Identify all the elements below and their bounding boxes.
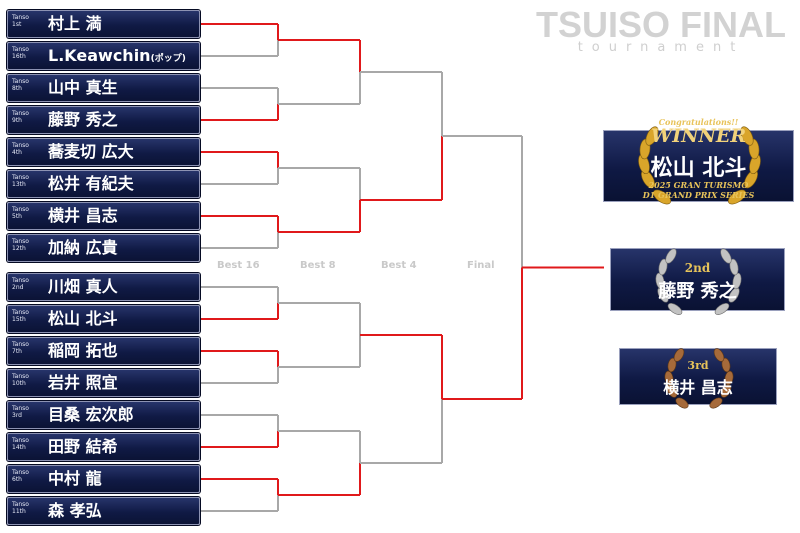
winner-card: Congratulations!! WINNER 松山 北斗 2025 GRAN… [603, 117, 794, 205]
bracket-entry: Tanso 10th 岩井 照宜 [7, 369, 200, 397]
gold-laurel-wreath-icon [638, 126, 761, 205]
bracket-entry: Tanso 7th 稲岡 拓也 [7, 337, 200, 365]
player-name-text: L.Keawchin [48, 46, 151, 65]
player-name: 中村 龍 [48, 468, 102, 490]
player-name: 松山 北斗 [48, 308, 118, 330]
round-label-best4: Best 4 [381, 260, 417, 271]
bracket-entry: Tanso 3rd 目桑 宏次郎 [7, 401, 200, 429]
second-place-label: 2nd [684, 261, 711, 275]
player-name: 藤野 秀之 [48, 109, 118, 131]
bracket-entry: Tanso 8th 山中 真生 [7, 74, 200, 102]
player-name-text: 目桑 宏次郎 [48, 405, 134, 424]
seed-label: Tanso 6th [12, 469, 29, 483]
third-place-label: 3rd [687, 359, 709, 372]
bracket-entry: Tanso 5th 横井 昌志 [7, 202, 200, 230]
bracket-entry: Tanso 11th 森 孝弘 [7, 497, 200, 525]
seed-label: Tanso 8th [12, 78, 29, 92]
seed-label: Tanso 14th [12, 437, 29, 451]
seed-label: Tanso 5th [12, 206, 29, 220]
second-place-card: 2nd 藤野 秀之 [610, 248, 785, 315]
player-name: 蕎麦切 広大 [48, 141, 134, 163]
bronze-laurel-wreath-icon [664, 348, 734, 409]
page-subtitle: tournament [577, 40, 745, 55]
seed-label: Tanso 10th [12, 373, 29, 387]
player-name: 横井 昌志 [48, 205, 118, 227]
winner-label: WINNER [650, 125, 747, 147]
player-name-text: 村上 満 [48, 14, 102, 33]
seed-label: Tanso 7th [12, 341, 29, 355]
player-name-text: 藤野 秀之 [48, 110, 118, 129]
winner-name: 松山 北斗 [650, 156, 747, 181]
third-place-card: 3rd 横井 昌志 [619, 348, 777, 409]
seed-label: Tanso 16th [12, 46, 29, 60]
player-name: 川畑 真人 [48, 276, 118, 298]
bracket-entry: Tanso 1st 村上 満 [7, 10, 200, 38]
bracket-entry: Tanso 13th 松井 有紀夫 [7, 170, 200, 198]
player-name-text: 加納 広貴 [48, 238, 118, 257]
player-name-text: 岩井 照宜 [48, 373, 118, 392]
seed-label: Tanso 11th [12, 501, 29, 515]
seed-label: Tanso 1st [12, 14, 29, 28]
player-name: 稲岡 拓也 [48, 340, 118, 362]
player-name: 加納 広貴 [48, 237, 118, 259]
second-place-name: 藤野 秀之 [658, 281, 737, 302]
player-name-text: 川畑 真人 [48, 277, 118, 296]
player-name: 田野 結希 [48, 436, 118, 458]
player-name: 森 孝弘 [48, 500, 102, 522]
seed-label: Tanso 3rd [12, 405, 29, 419]
seed-label: Tanso 4th [12, 142, 29, 156]
round-label-best16: Best 16 [217, 260, 260, 271]
bracket-entry: Tanso 16th L.Keawchin(ポップ) [7, 42, 200, 70]
bracket-entry: Tanso 9th 藤野 秀之 [7, 106, 200, 134]
player-name-text: 山中 真生 [48, 78, 118, 97]
winner-series-line2: D1 GRAND PRIX SERIES [642, 190, 755, 200]
player-name-text: 蕎麦切 広大 [48, 142, 134, 161]
round-label-final: Final [467, 260, 495, 271]
player-name-text: 田野 結希 [48, 437, 118, 456]
page-title: TSUISO FINAL [536, 4, 786, 45]
player-name-text: 横井 昌志 [48, 206, 118, 225]
player-name-text: 松山 北斗 [48, 309, 118, 328]
third-place-name: 横井 昌志 [663, 378, 733, 397]
seed-label: Tanso 9th [12, 110, 29, 124]
player-name: 村上 満 [48, 13, 102, 35]
winner-banner: Congratulations!! [658, 117, 739, 127]
player-name-text: 松井 有紀夫 [48, 174, 134, 193]
player-name-suffix: (ポップ) [150, 54, 186, 64]
round-label-best8: Best 8 [300, 260, 336, 271]
seed-label: Tanso 15th [12, 309, 29, 323]
bracket-entry: Tanso 4th 蕎麦切 広大 [7, 138, 200, 166]
player-name: 山中 真生 [48, 77, 118, 99]
player-name: 松井 有紀夫 [48, 173, 134, 195]
player-name-text: 稲岡 拓也 [48, 341, 118, 360]
player-name: 目桑 宏次郎 [48, 404, 134, 426]
bracket-entry: Tanso 15th 松山 北斗 [7, 305, 200, 333]
player-name: 岩井 照宜 [48, 372, 118, 394]
seed-label: Tanso 2nd [12, 277, 29, 291]
player-name: L.Keawchin(ポップ) [48, 45, 186, 70]
seed-label: Tanso 12th [12, 238, 29, 252]
player-name-text: 森 孝弘 [48, 501, 102, 520]
bracket-entry: Tanso 6th 中村 龍 [7, 465, 200, 493]
bracket-entry: Tanso 2nd 川畑 真人 [7, 273, 200, 301]
silver-laurel-wreath-icon [655, 248, 742, 315]
player-name-text: 中村 龍 [48, 469, 102, 488]
bracket-entry: Tanso 12th 加納 広貴 [7, 234, 200, 262]
bracket-entry: Tanso 14th 田野 結希 [7, 433, 200, 461]
seed-label: Tanso 13th [12, 174, 29, 188]
winner-series-line1: 2025 GRAN TURISMO [648, 180, 749, 190]
